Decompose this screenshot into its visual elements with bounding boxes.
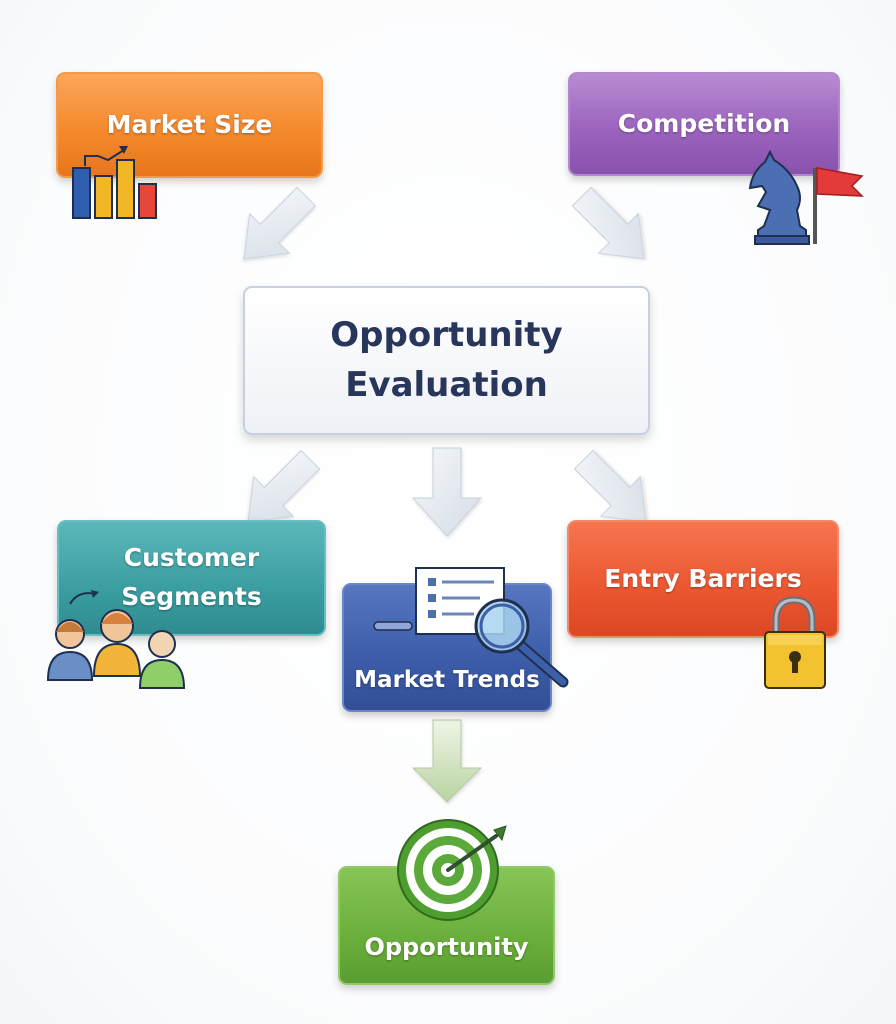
- arrow-market-size-to-center: [243, 186, 317, 260]
- customer-label-line-2: Segments: [121, 582, 262, 611]
- customer-segments-node: Customer Segments: [57, 520, 326, 636]
- people-group-icon: [46, 590, 186, 689]
- market-size-node: Market Size: [56, 72, 323, 178]
- arrow-center-to-entry-barriers: [573, 449, 647, 523]
- competition-label: Competition: [617, 109, 791, 139]
- arrow-competition-to-center: [571, 186, 645, 260]
- market-trends-label: Market Trends: [354, 666, 540, 693]
- arrow-center-to-market-trends: [411, 447, 483, 537]
- competition-node: Competition: [568, 72, 840, 176]
- entry-barriers-label: Entry Barriers: [604, 564, 802, 594]
- opportunity-label: Opportunity: [364, 932, 529, 961]
- entry-barriers-node: Entry Barriers: [567, 520, 839, 638]
- center-label-line-2: Evaluation: [345, 364, 548, 405]
- target-dart-icon: [397, 819, 507, 921]
- arrow-market-trends-to-opportunity: [411, 719, 483, 803]
- padlock-icon: [764, 596, 826, 689]
- opportunity-evaluation-node: Opportunity Evaluation: [243, 286, 650, 435]
- arrow-center-to-customer-segments: [247, 449, 321, 523]
- customer-label-line-1: Customer: [123, 543, 260, 573]
- document-magnifier-icon: [373, 567, 569, 688]
- chess-knight-flag-icon: [748, 149, 864, 245]
- bar-chart-icon: [72, 146, 157, 219]
- center-label-line-1: Opportunity: [330, 315, 563, 356]
- market-size-label: Market Size: [106, 110, 273, 140]
